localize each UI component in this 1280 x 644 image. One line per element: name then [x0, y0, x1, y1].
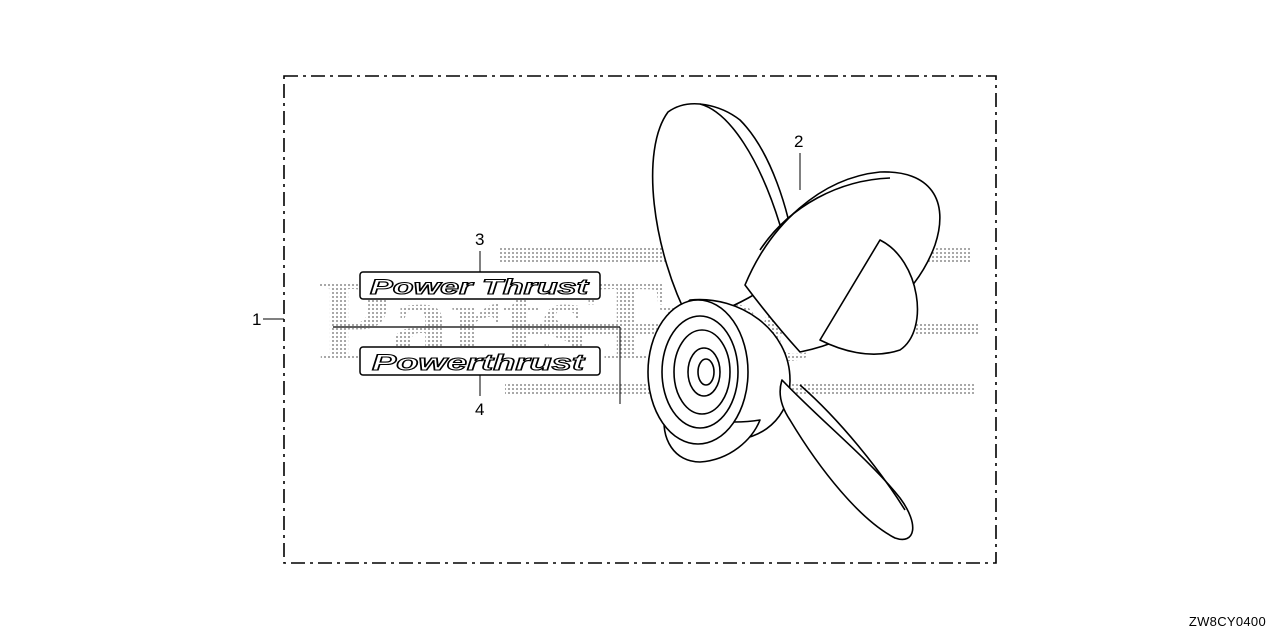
- callout-4-label: 4: [475, 400, 484, 419]
- callout-3-label: 3: [475, 230, 484, 249]
- callout-1[interactable]: 1: [252, 310, 284, 329]
- propeller-blade-bottom: [779, 379, 914, 541]
- callout-1-label: 1: [252, 310, 261, 329]
- decal-upper-text: Power Thrust: [370, 276, 590, 299]
- decal-lower-text: Powerthrust: [372, 350, 587, 375]
- callout-4[interactable]: 4: [475, 375, 484, 419]
- propeller-blade-right-edge: [759, 177, 891, 251]
- callout-2-label: 2: [794, 132, 803, 151]
- propeller-blade-bottom-edge: [799, 384, 906, 511]
- propeller-blade-back: [819, 239, 919, 355]
- propeller-blade-top-edge: [699, 103, 781, 226]
- propeller[interactable]: [647, 103, 941, 541]
- propeller-hub-shaft: [697, 358, 715, 386]
- callout-2[interactable]: 2: [794, 132, 803, 190]
- callout-3[interactable]: 3: [475, 230, 484, 272]
- decal-powerthrust[interactable]: Powerthrust: [359, 346, 601, 376]
- decal-power-thrust[interactable]: Power Thrust: [359, 271, 601, 300]
- diagram-code: ZW8CY0400: [1188, 614, 1266, 629]
